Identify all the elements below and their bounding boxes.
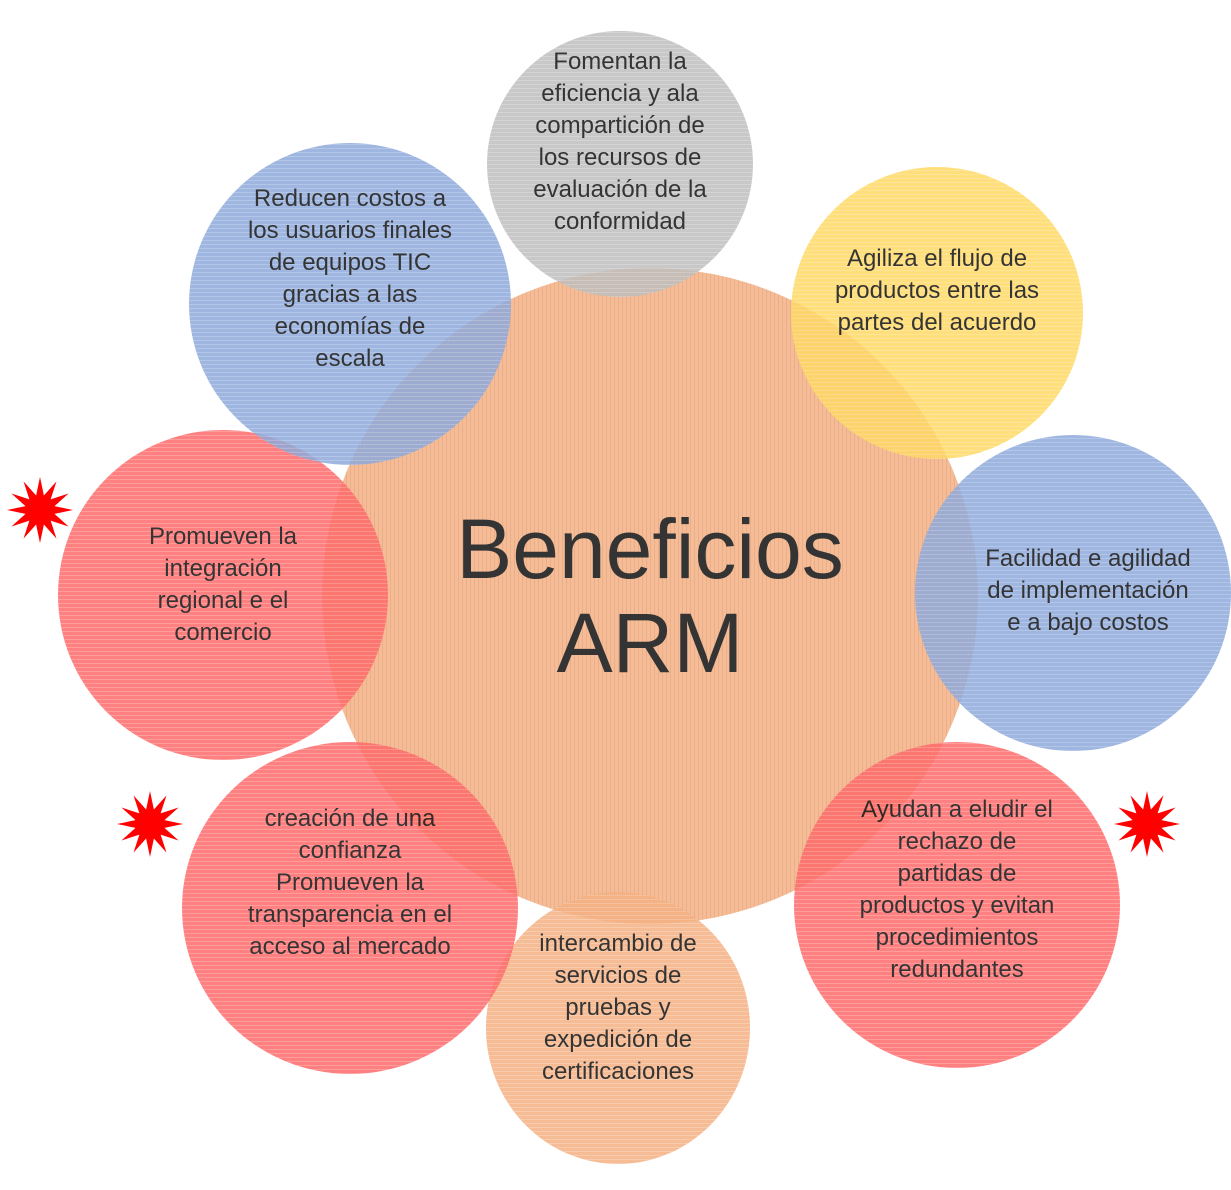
benefit-circle-regional-integration: Promueven la integración regional e el c… (58, 430, 388, 760)
benefit-circle-efficiency: Fomentan la eficiencia y ala compartició… (487, 31, 753, 297)
benefit-label: Promueven la integración regional e el c… (148, 523, 298, 646)
benefit-label: Ayudan a eludir el rechazo de partidas d… (859, 796, 1055, 983)
benefit-label: intercambio de servicios de pruebas y ex… (539, 930, 697, 1085)
benefit-label: Agiliza el flujo de productos entre las … (834, 245, 1040, 336)
benefit-circle-reduce-costs: Reducen costos a los usuarios finales de… (189, 143, 511, 465)
benefit-circle-avoid-rejection: Ayudan a eludir el rechazo de partidas d… (794, 742, 1120, 1068)
benefit-circle-product-flow: Agiliza el flujo de productos entre las … (791, 167, 1083, 459)
benefit-circle-implementation: Facilidad e agilidad de implementación e… (915, 435, 1231, 751)
center-title: Beneficios ARM (456, 502, 844, 690)
benefit-circle-trust-transparency: creación de una confianza Promueven la t… (182, 742, 518, 1074)
benefit-label: Fomentan la eficiencia y ala compartició… (533, 48, 707, 235)
red-sun-star-icon (117, 791, 183, 857)
red-sun-star-icon (1114, 791, 1180, 857)
benefit-circle-service-exchange: intercambio de servicios de pruebas y ex… (486, 892, 750, 1164)
benefit-label: Facilidad e agilidad de implementación e… (985, 545, 1191, 636)
benefit-label: Reducen costos a los usuarios finales de… (247, 185, 453, 372)
red-sun-star-icon (7, 477, 73, 543)
benefit-label: creación de una confianza Promueven la t… (247, 805, 453, 960)
